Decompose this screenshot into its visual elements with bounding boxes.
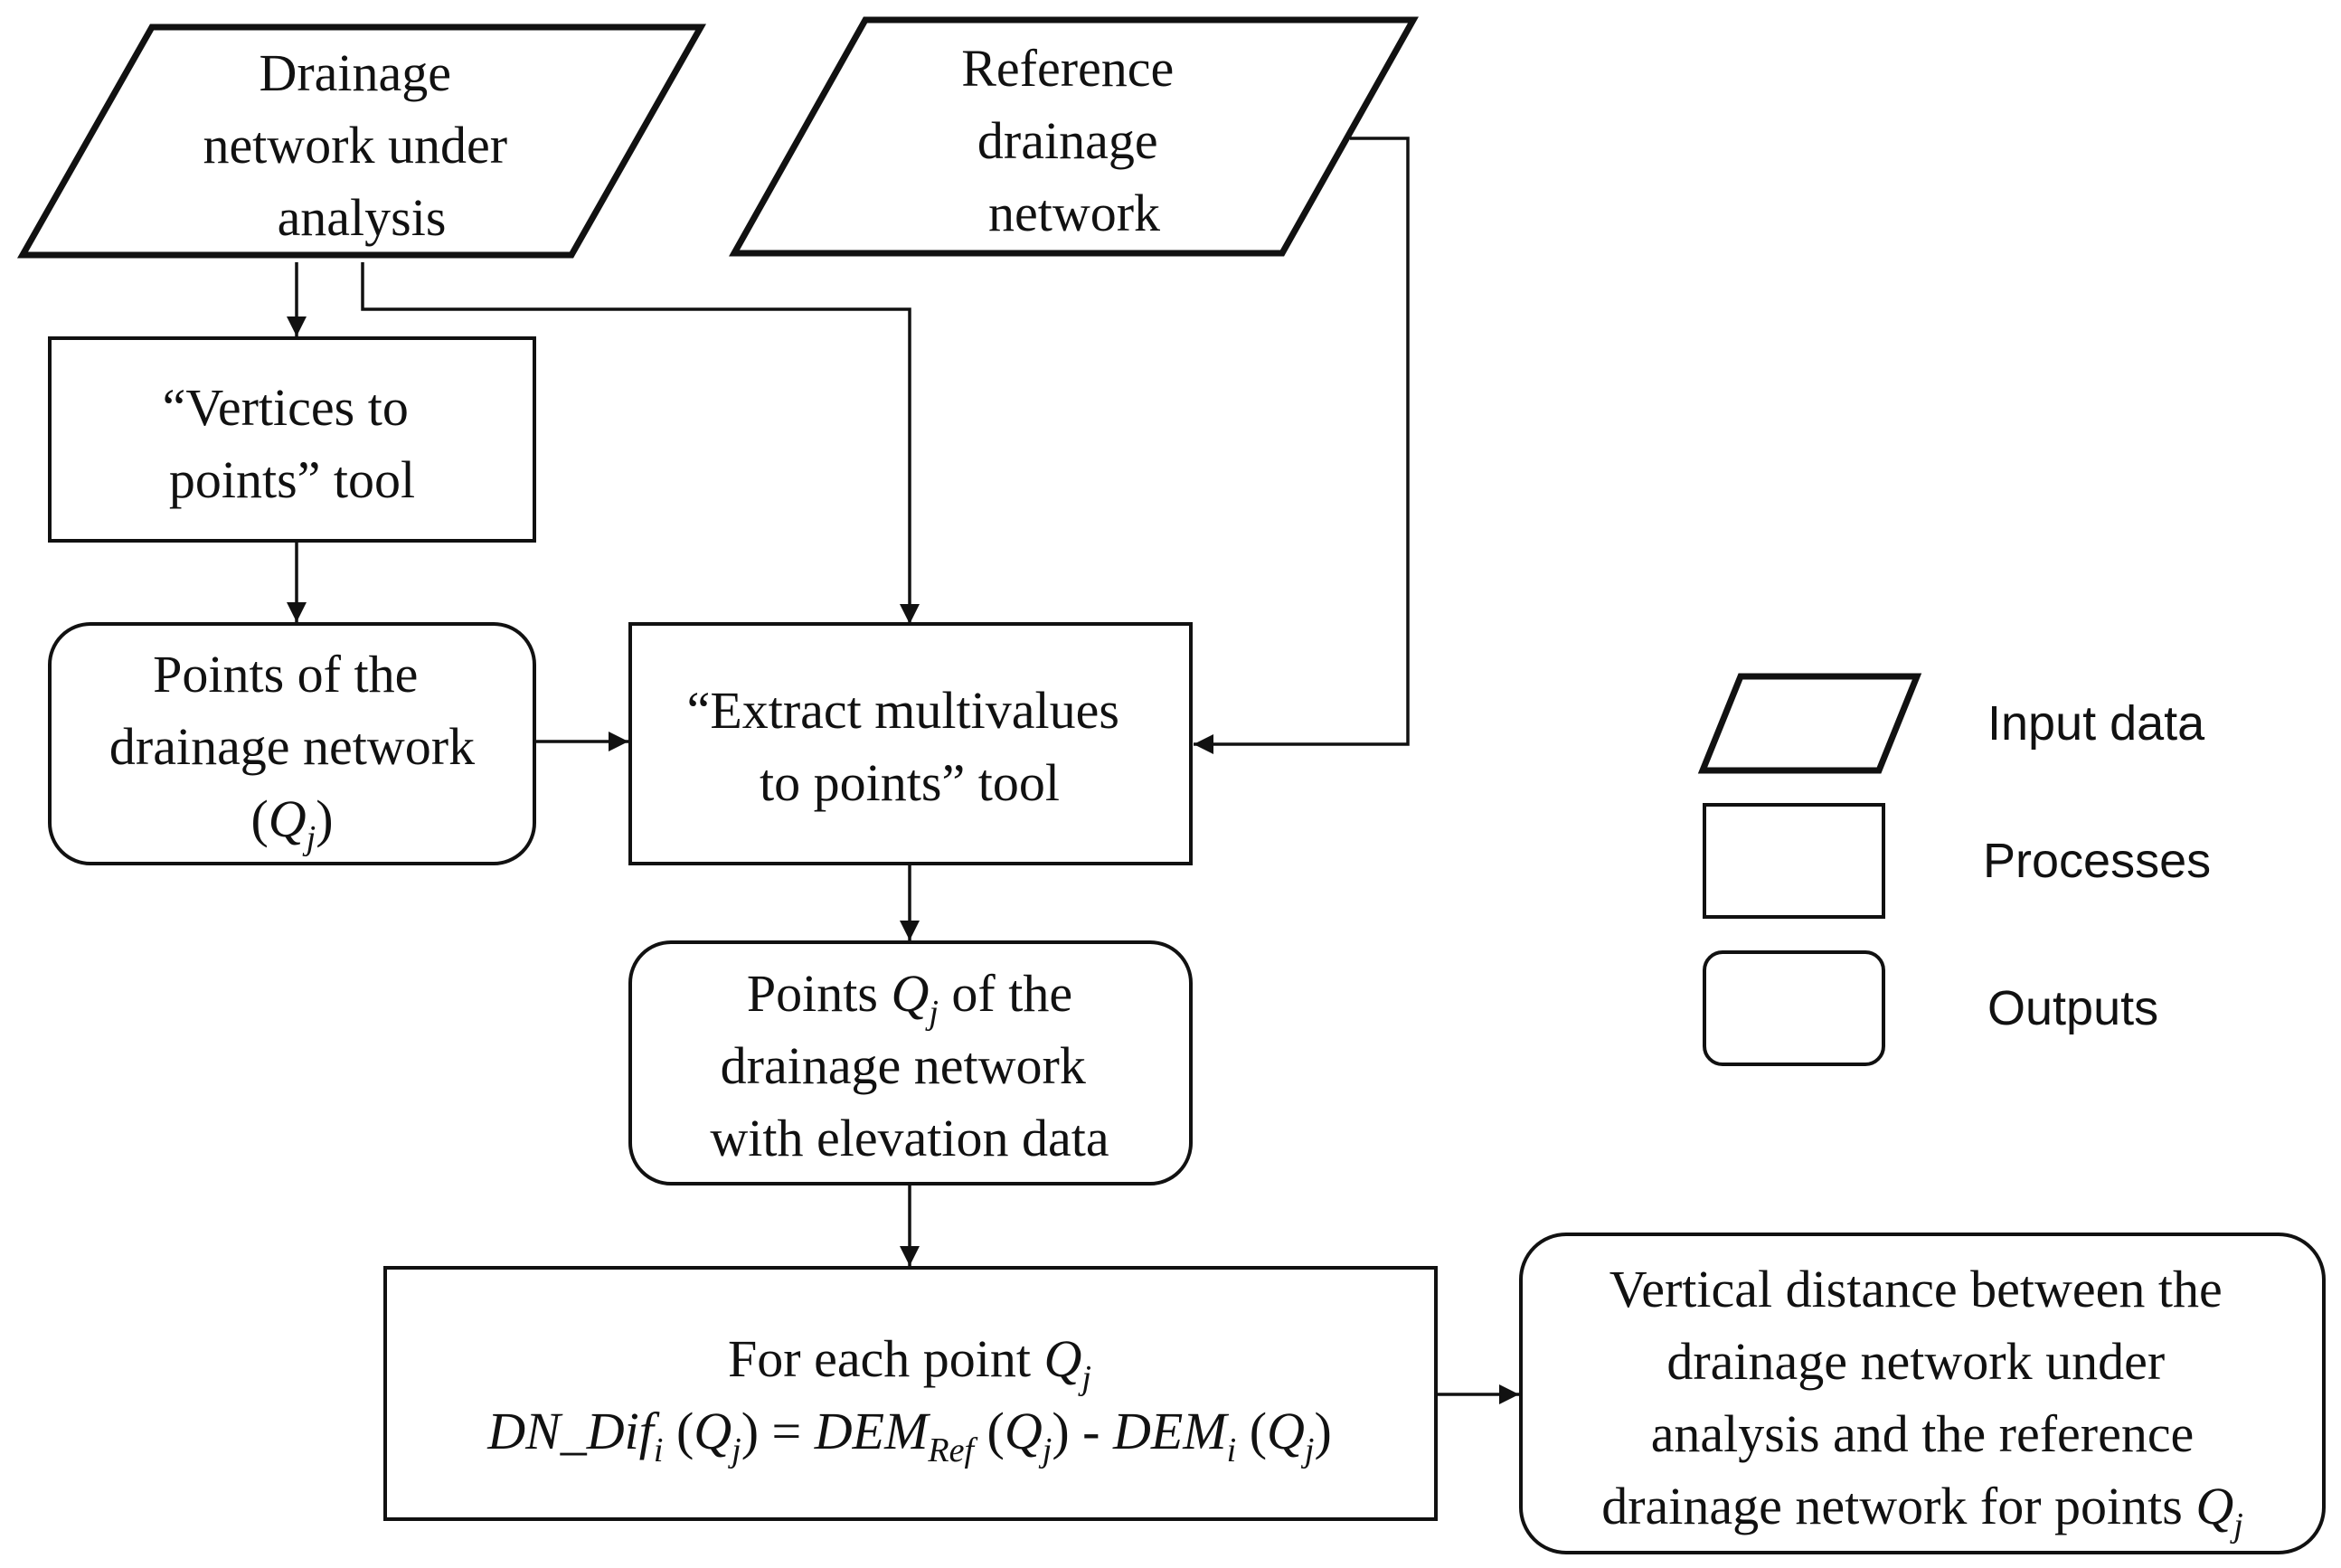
text-part: (: [663, 1402, 694, 1460]
svg-text:(Qj): (Qj): [250, 789, 333, 857]
variable-q: Q: [269, 789, 307, 848]
variable-q: Q: [1267, 1402, 1305, 1460]
svg-text:drainage network with el: drainage network with elevation data: [710, 1036, 1109, 1167]
node-text-line: Vertical distance between the: [1609, 1260, 2223, 1318]
node-text-line: Points of the: [153, 645, 418, 704]
text-part: ): [1052, 1402, 1069, 1460]
svg-text:Reference drainage: Reference drainage network: [961, 39, 1187, 242]
arrow-reference-to-extract: [1194, 137, 1410, 754]
variable-q: Q: [1005, 1402, 1043, 1460]
process-rect: [383, 1266, 1438, 1521]
svg-text:Points of the drainage n: Points of the drainage network: [109, 645, 475, 776]
arrow-analysis-to-extract: [361, 262, 920, 624]
subscript-ref: Ref: [927, 1431, 977, 1469]
text-part: -: [1070, 1402, 1113, 1460]
parallelogram-shape: [729, 16, 1419, 257]
legend: Input data Processes Outputs: [1697, 673, 2211, 1066]
equation-dn-dif: DN_Dif: [486, 1402, 660, 1460]
node-text-line: network: [988, 184, 1160, 242]
node-text-line: drainage: [977, 111, 1158, 170]
legend-input-swatch: [1697, 673, 1922, 774]
node-text-line: with elevation data: [710, 1109, 1109, 1167]
output-rounded-rect: [48, 622, 536, 865]
text-part: of the: [939, 964, 1072, 1023]
node-text-line: analysis: [278, 188, 447, 247]
vertices-tool-node: “Vertices to points” tool: [48, 336, 536, 543]
node-text-line: analysis and the reference: [1651, 1404, 2195, 1463]
points-elevation-node: Points Qj of the drainage network with e…: [628, 940, 1193, 1185]
node-text-line: “Extract multivalues: [687, 681, 1119, 740]
variable-q: Q: [694, 1402, 732, 1460]
svg-text:“Vertices to points” too: “Vertices to points” tool: [163, 378, 422, 509]
input-reference-node: Reference drainage network: [729, 16, 1419, 257]
legend-process-swatch: [1703, 803, 1885, 919]
svg-text:Drainage network under: Drainage network under analysis: [203, 43, 520, 247]
text-part: (: [1236, 1402, 1267, 1460]
text-part: drainage network for points: [1601, 1477, 2195, 1535]
points-network-node: Points of the drainage network (Qj): [48, 622, 536, 865]
node-text-line: “Vertices to: [163, 378, 409, 437]
node-text-line: network under: [203, 116, 507, 175]
process-rect: [48, 336, 536, 543]
node-text-line: drainage network under: [1666, 1332, 2165, 1391]
subscript-i: i: [654, 1431, 664, 1469]
subscript-i: i: [1227, 1431, 1237, 1469]
output-rounded-rect: [1519, 1233, 2326, 1554]
svg-text:“Extract multivalues to: “Extract multivalues to points” tool: [687, 681, 1133, 812]
parallelogram-shape: [16, 24, 707, 259]
svg-text:Vertical distance between the: Vertical distance between the drainage n…: [1609, 1260, 2235, 1463]
text-part: =: [759, 1402, 815, 1460]
legend-input-label: Input data: [1987, 696, 2205, 751]
node-text-line: drainage network: [721, 1036, 1086, 1095]
svg-text:drainage network for points Qj: drainage network for points Qj: [1601, 1477, 2243, 1544]
variable-q: Q: [2195, 1477, 2233, 1535]
legend-output-swatch: [1703, 950, 1885, 1066]
node-text-line: to points” tool: [760, 753, 1060, 812]
svg-text:Points Qj of the: Points Qj of the: [747, 964, 1072, 1032]
variable-q: Q: [891, 964, 929, 1023]
connectors: [287, 137, 1519, 1404]
equation-dem: DEM: [1112, 1402, 1229, 1460]
extract-tool-node: “Extract multivalues to points” tool: [628, 622, 1193, 865]
for-each-node: For each point Qj DN_Difi (Qj) = DEMRef …: [383, 1266, 1438, 1521]
variable-q: Q: [1044, 1329, 1082, 1388]
node-text-line: drainage network: [109, 717, 475, 776]
legend-process-label: Processes: [1983, 834, 2211, 888]
text-part: Points: [747, 964, 892, 1023]
output-rounded-rect: [628, 940, 1193, 1185]
input-analysis-node: Drainage network under analysis: [16, 24, 707, 259]
text-part: (: [974, 1402, 1005, 1460]
process-rect: [628, 622, 1193, 865]
text-part: For each point: [728, 1329, 1044, 1388]
svg-text:For each point Qj: For each point Qj: [728, 1329, 1091, 1397]
node-text-line: points” tool: [169, 450, 415, 509]
equation-dem: DEM: [814, 1402, 930, 1460]
text-part: ): [741, 1402, 759, 1460]
text-part: ): [1314, 1402, 1331, 1460]
legend-output-label: Outputs: [1987, 981, 2158, 1035]
node-text-line: Reference: [961, 39, 1174, 98]
vertical-distance-node: Vertical distance between the drainage n…: [1519, 1233, 2326, 1554]
node-text-line: Drainage: [259, 43, 451, 102]
text-part: ): [316, 789, 333, 848]
text-part: (: [250, 789, 268, 848]
equation-text: DN_Difi (Qj) = DEMRef (Qj) - DEMi (Qj): [486, 1402, 1332, 1469]
